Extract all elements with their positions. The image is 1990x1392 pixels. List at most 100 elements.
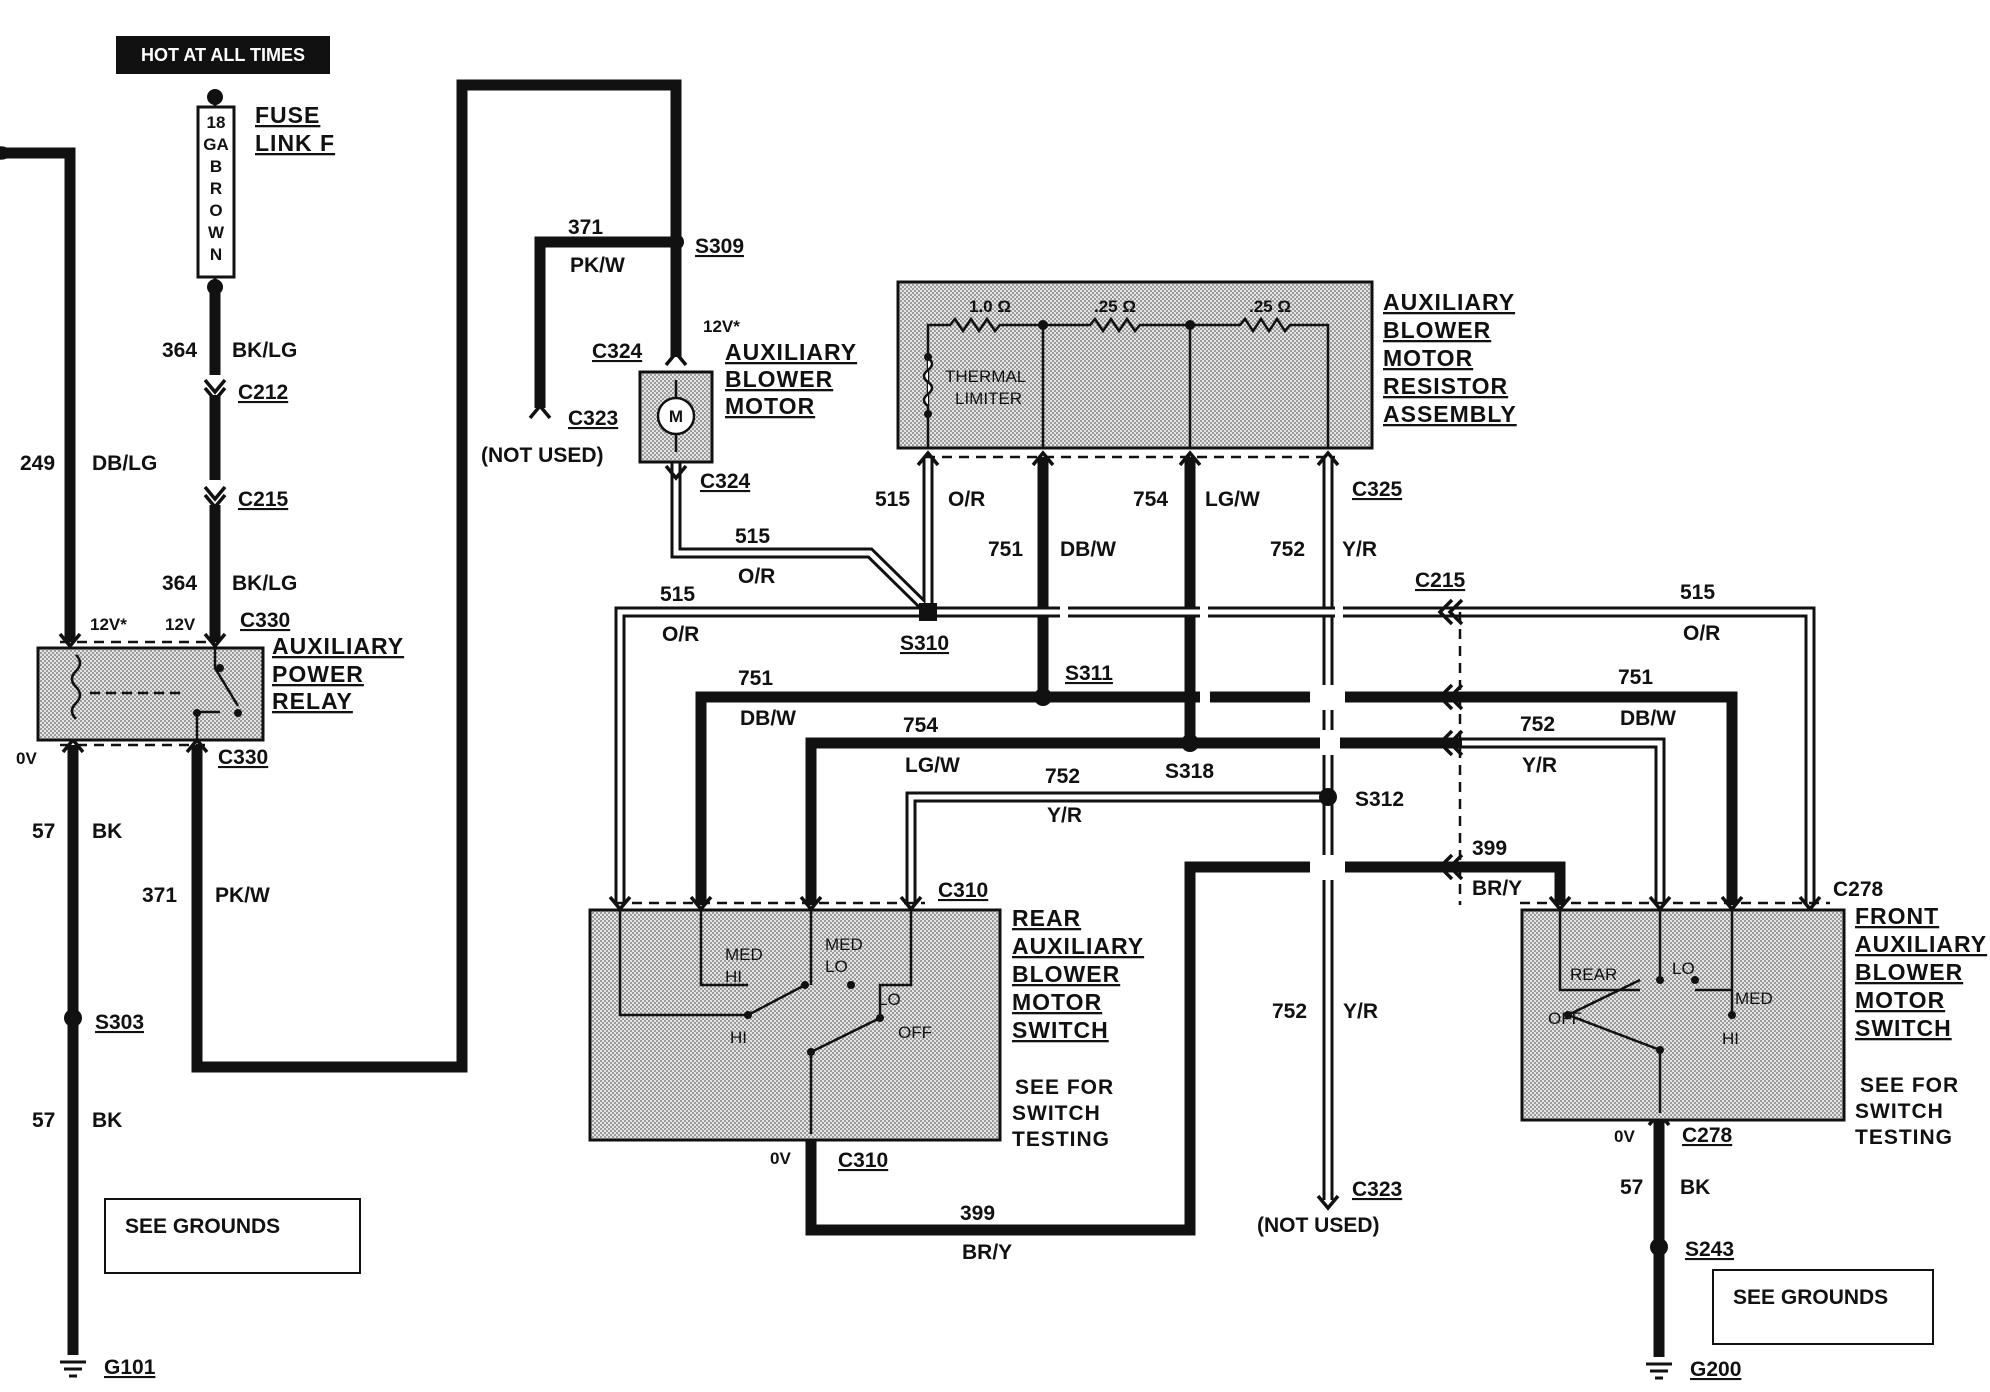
resistor-name-2: BLOWER: [1383, 317, 1491, 343]
w752c-circuit: 752: [1520, 713, 1555, 736]
see-for-rear-2: SWITCH: [1012, 1102, 1101, 1125]
w399a-color: BR/Y: [962, 1241, 1012, 1264]
not-used-bottom: (NOT USED): [1257, 1214, 1380, 1237]
w371b-circuit: 371: [568, 216, 603, 239]
fuse-name-line2: LINK F: [255, 130, 335, 156]
conn-c325: C325: [1352, 478, 1403, 501]
w751b-color: DB/W: [740, 707, 796, 730]
voltage-labels: 12V* 12V 12V* 0V 0V 0V: [16, 317, 1635, 1168]
w364b-circuit: 364: [162, 572, 197, 595]
front-switch-name-1: FRONT: [1855, 903, 1939, 929]
resistor-assembly: [896, 280, 1374, 450]
rear-switch-name-2: AUXILIARY: [1012, 933, 1144, 959]
front-pos-med: MED: [1735, 989, 1773, 1008]
front-switch-name-2: AUXILIARY: [1855, 931, 1987, 957]
rear-switch-name-1: REAR: [1012, 905, 1081, 931]
resistor-name-1: AUXILIARY: [1383, 289, 1515, 315]
conn-c323-bottom: C323: [1352, 1178, 1402, 1201]
front-pos-rear: REAR: [1570, 965, 1617, 984]
w754a-circuit: 754: [1133, 488, 1168, 511]
w515b-color: O/R: [948, 488, 985, 511]
splice-s243-dot: [1650, 1238, 1668, 1256]
w515d-circuit: 515: [1680, 581, 1715, 604]
svg-text:R: R: [210, 179, 222, 198]
fuse-gauge-text: 18: [207, 113, 226, 132]
splice-s309-dot: [668, 234, 684, 250]
hot-at-all-times-box: [116, 36, 330, 74]
see-for-front-3: TESTING: [1855, 1126, 1953, 1149]
w752d-color: Y/R: [1343, 1000, 1378, 1023]
front-switch-name-4: MOTOR: [1855, 987, 1945, 1013]
volt-0v-c310: 0V: [770, 1149, 791, 1168]
w57c-color: BK: [1680, 1176, 1710, 1199]
not-used-left: (NOT USED): [481, 444, 604, 467]
w57a-color: BK: [92, 820, 122, 843]
relay-name-3: RELAY: [272, 688, 353, 714]
volt-0v-c278: 0V: [1614, 1127, 1635, 1146]
wire-371-left: [534, 236, 676, 408]
see-for-front-1: SEE FOR: [1860, 1074, 1959, 1097]
w751a-color: DB/W: [1060, 538, 1116, 561]
motor-name-1: AUXILIARY: [725, 339, 857, 365]
w515b-circuit: 515: [875, 488, 910, 511]
w399b-circuit: 399: [1472, 837, 1507, 860]
splice-s243: S243: [1685, 1238, 1734, 1261]
rear-switch-name-4: MOTOR: [1012, 989, 1102, 1015]
w364a-color: BK/LG: [232, 339, 297, 362]
conn-c324-bot: C324: [700, 470, 751, 493]
wire-751-right: [1345, 691, 1738, 905]
w399b-color: BR/Y: [1472, 877, 1522, 900]
front-pos-off: OFF: [1548, 1009, 1582, 1028]
bus-breaks: [1060, 600, 1345, 880]
svg-text:GA: GA: [203, 135, 229, 154]
volt-12v-relay: 12V: [165, 615, 196, 634]
w57a-circuit: 57: [32, 820, 55, 843]
component-names: AUXILIARY POWER RELAY AUXILIARY BLOWER M…: [272, 289, 1987, 1151]
rear-pos-off: OFF: [898, 1023, 932, 1042]
svg-text:B: B: [210, 157, 222, 176]
ground-symbols: [60, 1360, 1672, 1380]
see-for-front-2: SWITCH: [1855, 1100, 1944, 1123]
resistor-name-4: RESISTOR: [1383, 373, 1508, 399]
wire-labels: 249 DB/LG 364 BK/LG 364 BK/LG 57 BK 57 B…: [20, 216, 1720, 1264]
w364a-circuit: 364: [162, 339, 197, 362]
w364b-color: BK/LG: [232, 572, 297, 595]
volt-0v-relay: 0V: [16, 749, 37, 768]
front-pos-hi: HI: [1722, 1029, 1739, 1048]
conn-c278-top: C278: [1833, 878, 1884, 901]
w249-color: DB/LG: [92, 452, 157, 475]
wire-515-right-outline: [1462, 606, 1816, 905]
ground-g101: G101: [104, 1356, 156, 1379]
w751b-circuit: 751: [738, 667, 773, 690]
w754b-color: LG/W: [905, 754, 960, 777]
wire-515-main-outline: [614, 606, 928, 905]
conn-c330-top: C330: [240, 609, 290, 632]
splice-s312-dot: [1319, 788, 1337, 806]
ground-g200: G200: [1690, 1358, 1741, 1381]
conn-c330-bot: C330: [218, 746, 268, 769]
w57c-circuit: 57: [1620, 1176, 1643, 1199]
motor-symbol: M: [669, 407, 683, 426]
w752d-circuit: 752: [1272, 1000, 1307, 1023]
wire-399-right: [1345, 861, 1566, 905]
svg-text:N: N: [210, 245, 222, 264]
resistor-name-5: ASSEMBLY: [1383, 401, 1517, 427]
see-for-rear-1: SEE FOR: [1015, 1076, 1114, 1099]
resistor-r2-label: .25 Ω: [1094, 297, 1136, 316]
w751c-circuit: 751: [1618, 666, 1653, 689]
rear-switch-name-5: SWITCH: [1012, 1017, 1109, 1043]
wire-751-left: [695, 691, 1043, 905]
w752b-color: Y/R: [1047, 804, 1082, 827]
see-grounds-left: SEE GROUNDS: [125, 1215, 280, 1238]
thermal-limiter-line2: LIMITER: [955, 389, 1022, 408]
w752b-circuit: 752: [1045, 765, 1080, 788]
splice-s318-dot: [1181, 734, 1199, 752]
conn-c310-top: C310: [938, 879, 988, 902]
svg-text:W: W: [208, 223, 225, 242]
conn-c278-bot: C278: [1682, 1124, 1733, 1147]
w751c-color: DB/W: [1620, 707, 1676, 730]
splice-s318: S318: [1165, 760, 1214, 783]
rear-pos-med-hi-1: MED: [725, 945, 763, 964]
aux-blower-motor: M: [638, 370, 714, 464]
